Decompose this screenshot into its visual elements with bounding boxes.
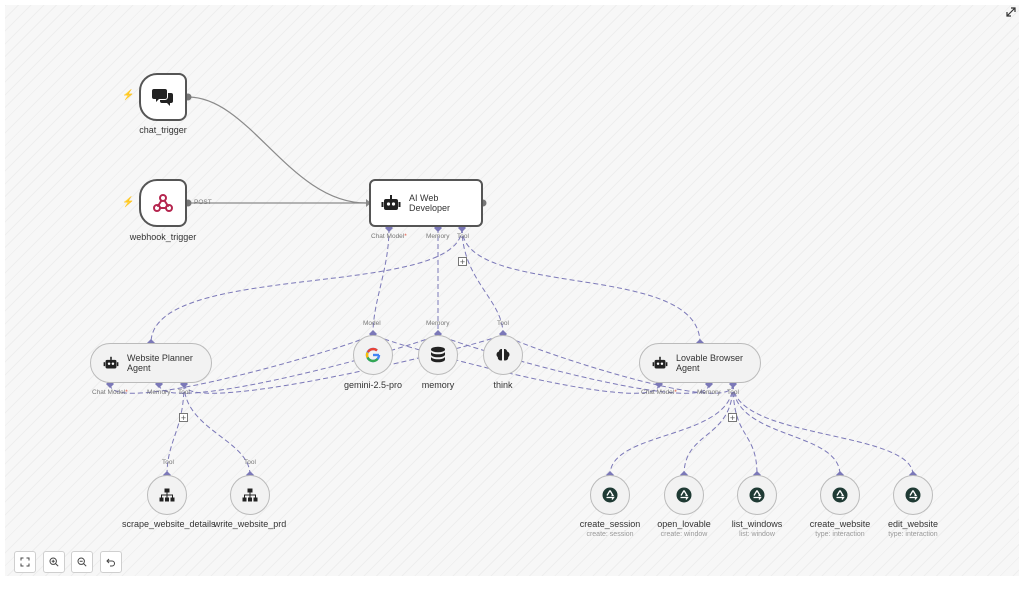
port-label-chat-model: Chat Model* — [371, 233, 407, 240]
think-node[interactable] — [483, 335, 523, 375]
zoom-in-button[interactable] — [43, 551, 65, 573]
list-windows-node[interactable] — [737, 475, 777, 515]
fit-view-button[interactable] — [14, 551, 36, 573]
ai-web-developer-title: AI Web Developer — [409, 193, 451, 213]
create-website-node[interactable] — [820, 475, 860, 515]
memory-node[interactable] — [418, 335, 458, 375]
write-website-prd-label: write_website_prd — [213, 519, 287, 529]
create-session-label: create_session — [579, 519, 641, 529]
post-output-label: POST — [194, 199, 212, 206]
port-label-tool: Tool — [497, 320, 509, 327]
think-label: think — [493, 380, 513, 390]
open-lovable-label: open_lovable — [657, 519, 711, 529]
open-lovable-node[interactable] — [664, 475, 704, 515]
webhook-icon — [153, 194, 173, 212]
robot-icon — [381, 195, 401, 210]
port-label-tool: Tool — [727, 389, 739, 396]
sitemap-icon — [242, 488, 258, 502]
chat-trigger-label: chat_trigger — [139, 125, 187, 135]
undo-button[interactable] — [100, 551, 122, 573]
create-website-label: create_website — [809, 519, 871, 529]
robot-icon — [103, 356, 119, 369]
lovable-browser-title: Lovable Browser Agent — [676, 353, 744, 373]
port-label-memory: Memory — [147, 389, 171, 396]
write-website-prd-node[interactable] — [230, 475, 270, 515]
brain-icon — [496, 349, 510, 361]
recycle-icon — [905, 487, 921, 503]
trigger-bolt-icon: ⚡ — [122, 90, 135, 101]
port-label-tool: Tool — [178, 389, 190, 396]
create-session-subtitle: create: session — [586, 531, 634, 538]
zoom-out-button[interactable] — [71, 551, 93, 573]
recycle-icon — [602, 487, 618, 503]
port-label-tool: Tool — [244, 459, 256, 466]
undo-icon — [106, 558, 115, 567]
port-label-tool: Tool — [162, 459, 174, 466]
port-label-chat-model: Chat Model* — [641, 389, 677, 396]
webhook-trigger-label: webhook_trigger — [129, 232, 197, 242]
trigger-bolt-icon: ⚡ — [122, 197, 135, 208]
scrape-website-details-label: scrape_website_details — [122, 519, 216, 529]
google-icon — [365, 347, 381, 363]
edit-website-node[interactable] — [893, 475, 933, 515]
website-planner-agent-node[interactable]: Website Planner Agent — [90, 343, 212, 383]
edit-website-label: edit_website — [887, 519, 939, 529]
add-tool-button[interactable]: + — [728, 413, 737, 423]
create-session-node[interactable] — [590, 475, 630, 515]
port-label-memory: Memory — [697, 389, 721, 396]
ai-web-developer-node[interactable]: AI Web Developer — [369, 179, 483, 227]
zoom-in-icon — [49, 557, 59, 567]
port-label-memory: Memory — [426, 233, 450, 240]
memory-label: memory — [421, 380, 455, 390]
list-windows-subtitle: list: window — [739, 531, 775, 538]
create-website-subtitle: type: interaction — [815, 531, 865, 538]
list-windows-label: list_windows — [731, 519, 783, 529]
port-label-tool: Tool — [457, 233, 469, 240]
add-tool-button[interactable]: + — [458, 257, 467, 267]
scrape-website-details-node[interactable] — [147, 475, 187, 515]
database-icon — [431, 346, 445, 363]
chat-bubbles-icon — [152, 89, 173, 106]
robot-icon — [652, 356, 668, 369]
expand-icon[interactable] — [1006, 7, 1016, 17]
sitemap-icon — [159, 488, 175, 502]
recycle-icon — [832, 487, 848, 503]
zoom-out-icon — [77, 557, 87, 567]
recycle-icon — [749, 487, 765, 503]
gemini-model-node[interactable] — [353, 335, 393, 375]
port-label-model: Model — [363, 320, 381, 327]
gemini-label: gemini-2.5-pro — [343, 380, 403, 390]
chat-trigger-node[interactable] — [139, 73, 187, 121]
port-label-chat-model: Chat Model* — [92, 389, 128, 396]
fit-view-icon — [20, 557, 30, 567]
website-planner-title: Website Planner Agent — [127, 353, 193, 373]
edit-website-subtitle: type: interaction — [888, 531, 938, 538]
lovable-browser-agent-node[interactable]: Lovable Browser Agent — [639, 343, 761, 383]
open-lovable-subtitle: create: window — [660, 531, 708, 538]
port-label-memory: Memory — [426, 320, 450, 327]
webhook-trigger-node[interactable] — [139, 179, 187, 227]
recycle-icon — [676, 487, 692, 503]
add-tool-button[interactable]: + — [179, 413, 188, 423]
